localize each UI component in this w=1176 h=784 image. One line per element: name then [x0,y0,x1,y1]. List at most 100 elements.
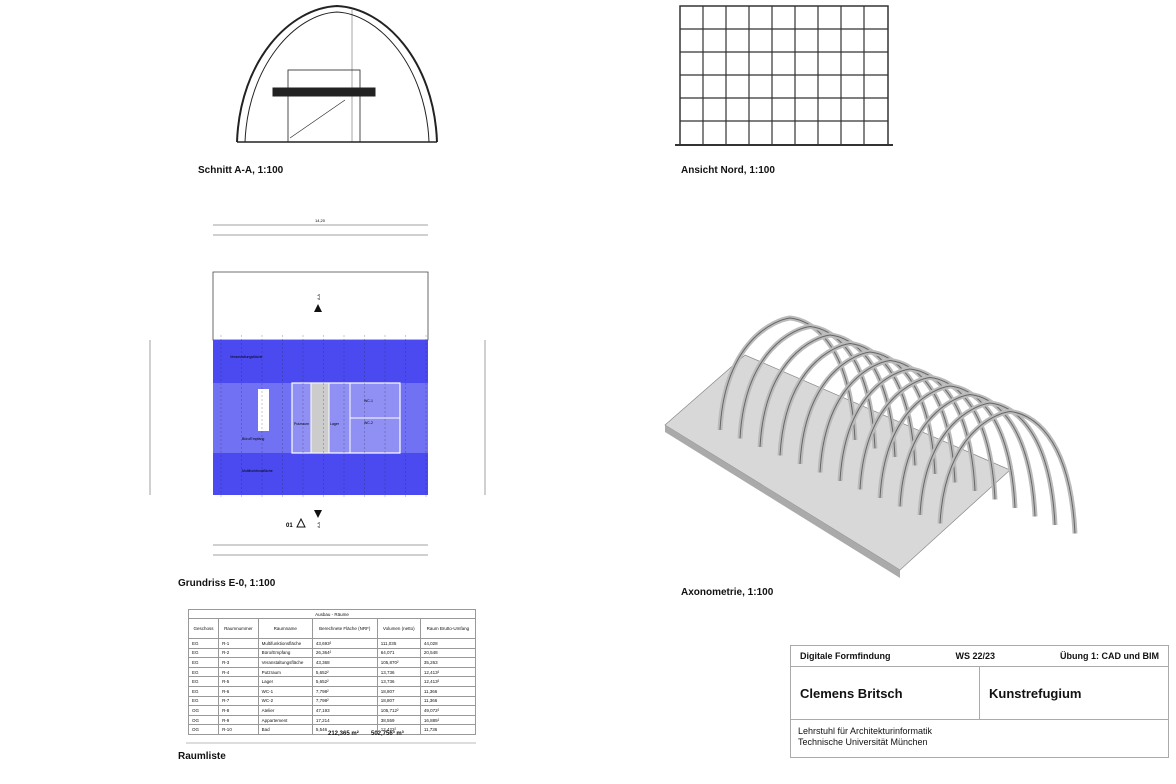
arch-rib-edge [839,368,976,492]
arch-rib-edge [739,325,876,449]
column-header: Geschoss [187,618,220,639]
room-label: Veranstaltungsfläche [230,355,263,359]
table-cell: EG [187,647,220,659]
course-name: Digitale Formfindung [800,651,891,661]
table-cell: 64,071 [376,647,421,659]
table-cell: 105,712² [376,705,421,716]
author: Clemens Britsch [791,667,980,719]
table-cell: Bad [257,724,313,735]
section-label: A-A [317,522,321,529]
table-cell: EG [187,695,220,707]
room-label: Büro/Empfang [242,437,264,441]
axo-caption: Axonometrie, 1:100 [681,587,774,598]
table-cell: 43,368 [311,657,378,668]
room-label: WC-2 [364,421,373,425]
table-cell: 7,798² [311,695,378,707]
arch-rib-edge [859,376,996,500]
arch-rib-edge [879,385,1016,509]
north-label: 01 [286,523,293,529]
table-cell: 11,366 [419,685,477,697]
floor-plan: A-A A-A 01 14,20 Veranstaltungsfläche Bü… [149,218,486,556]
table-cell: 11,736 [419,724,477,735]
table-cell: 13,736 [376,676,421,687]
table-cell: 35,263 [419,657,477,668]
north-triangle-icon [296,517,306,528]
university: Technische Universität München [798,737,928,747]
table-cell: OG [187,705,220,716]
table-cell: EG [187,666,220,678]
table-cell: 5,652² [311,676,378,687]
room-label: WC-1 [364,399,373,403]
table-cell: Putzraum [257,666,313,678]
plan-caption: Grundriss E-0, 1:100 [178,578,276,589]
table-cell: Büro/Empfang [257,647,313,659]
arch-rib-edge [719,317,856,441]
table-cell: 26,364² [311,647,378,659]
column-header: Volumen (netto) [376,618,421,639]
table-cell: OG [187,724,220,735]
project-name: Kunstrefugium [989,685,1082,701]
arch-rib-edge [799,351,936,475]
table-cell: OG [187,714,220,726]
table-cell: R-2 [218,647,259,659]
table-cell: 44,028 [419,638,477,649]
table-cell: Atelier [257,705,313,716]
table-cell: 12,413² [419,666,477,678]
table-cell: Lager [257,676,313,687]
arch-rib-edge [919,402,1056,526]
table-cell: Appartement [257,714,313,726]
divider [186,742,476,744]
table-cell: 47,193 [311,705,378,716]
section-label: A-A [317,294,321,301]
table-cell: 105,870² [376,657,421,668]
table-cell: 12,422² [376,724,421,735]
table-title: Ausbau - Räume [188,609,476,619]
semester: WS 22/23 [955,651,996,661]
table-cell: R-5 [218,676,259,687]
table-cell: 49,072² [419,705,477,716]
table-cell: 38,559 [376,714,421,726]
table-cell: EG [187,676,220,687]
table-cell: R-3 [218,657,259,668]
table-cell: R-10 [218,724,259,735]
table-cell: 43,693² [311,638,378,649]
arch-rib-edge [819,359,956,483]
table-cell: EG [187,638,220,649]
table-cell: R-9 [218,714,259,726]
arch-rib-edge [759,334,896,458]
table-cell: WC-1 [257,685,313,697]
table-cell: 17,214 [311,714,378,726]
table-cell: Multifunktionsfläche [257,638,313,649]
table-cell: 7,798² [311,685,378,697]
table-cell: 20,548 [419,647,477,659]
section-drawing [236,4,438,143]
column-header: Berechnete Fläche (NRF) [311,618,378,639]
column-header: Raumname [257,618,313,639]
table-cell: 111,035 [376,638,421,649]
elevation-drawing [675,5,893,146]
table-cell: 5,652² [311,666,378,678]
column-header: Raumnummer [218,618,259,639]
chair: Lehrstuhl für Architekturinformatik [798,726,933,736]
table-cell: EG [187,685,220,697]
room-label: Putzraum [294,422,309,426]
room-label: Multifunktionsfläche [242,469,273,473]
table-cell: 18,807 [376,685,421,697]
total-dimension: 14,20 [315,218,326,223]
table-cell: R-6 [218,685,259,697]
table-cell: WC-2 [257,695,313,707]
arch-rib-edge [899,393,1036,517]
table-cell: 13,736 [376,666,421,678]
table-cell: Veranstaltungsfläche [257,657,313,668]
